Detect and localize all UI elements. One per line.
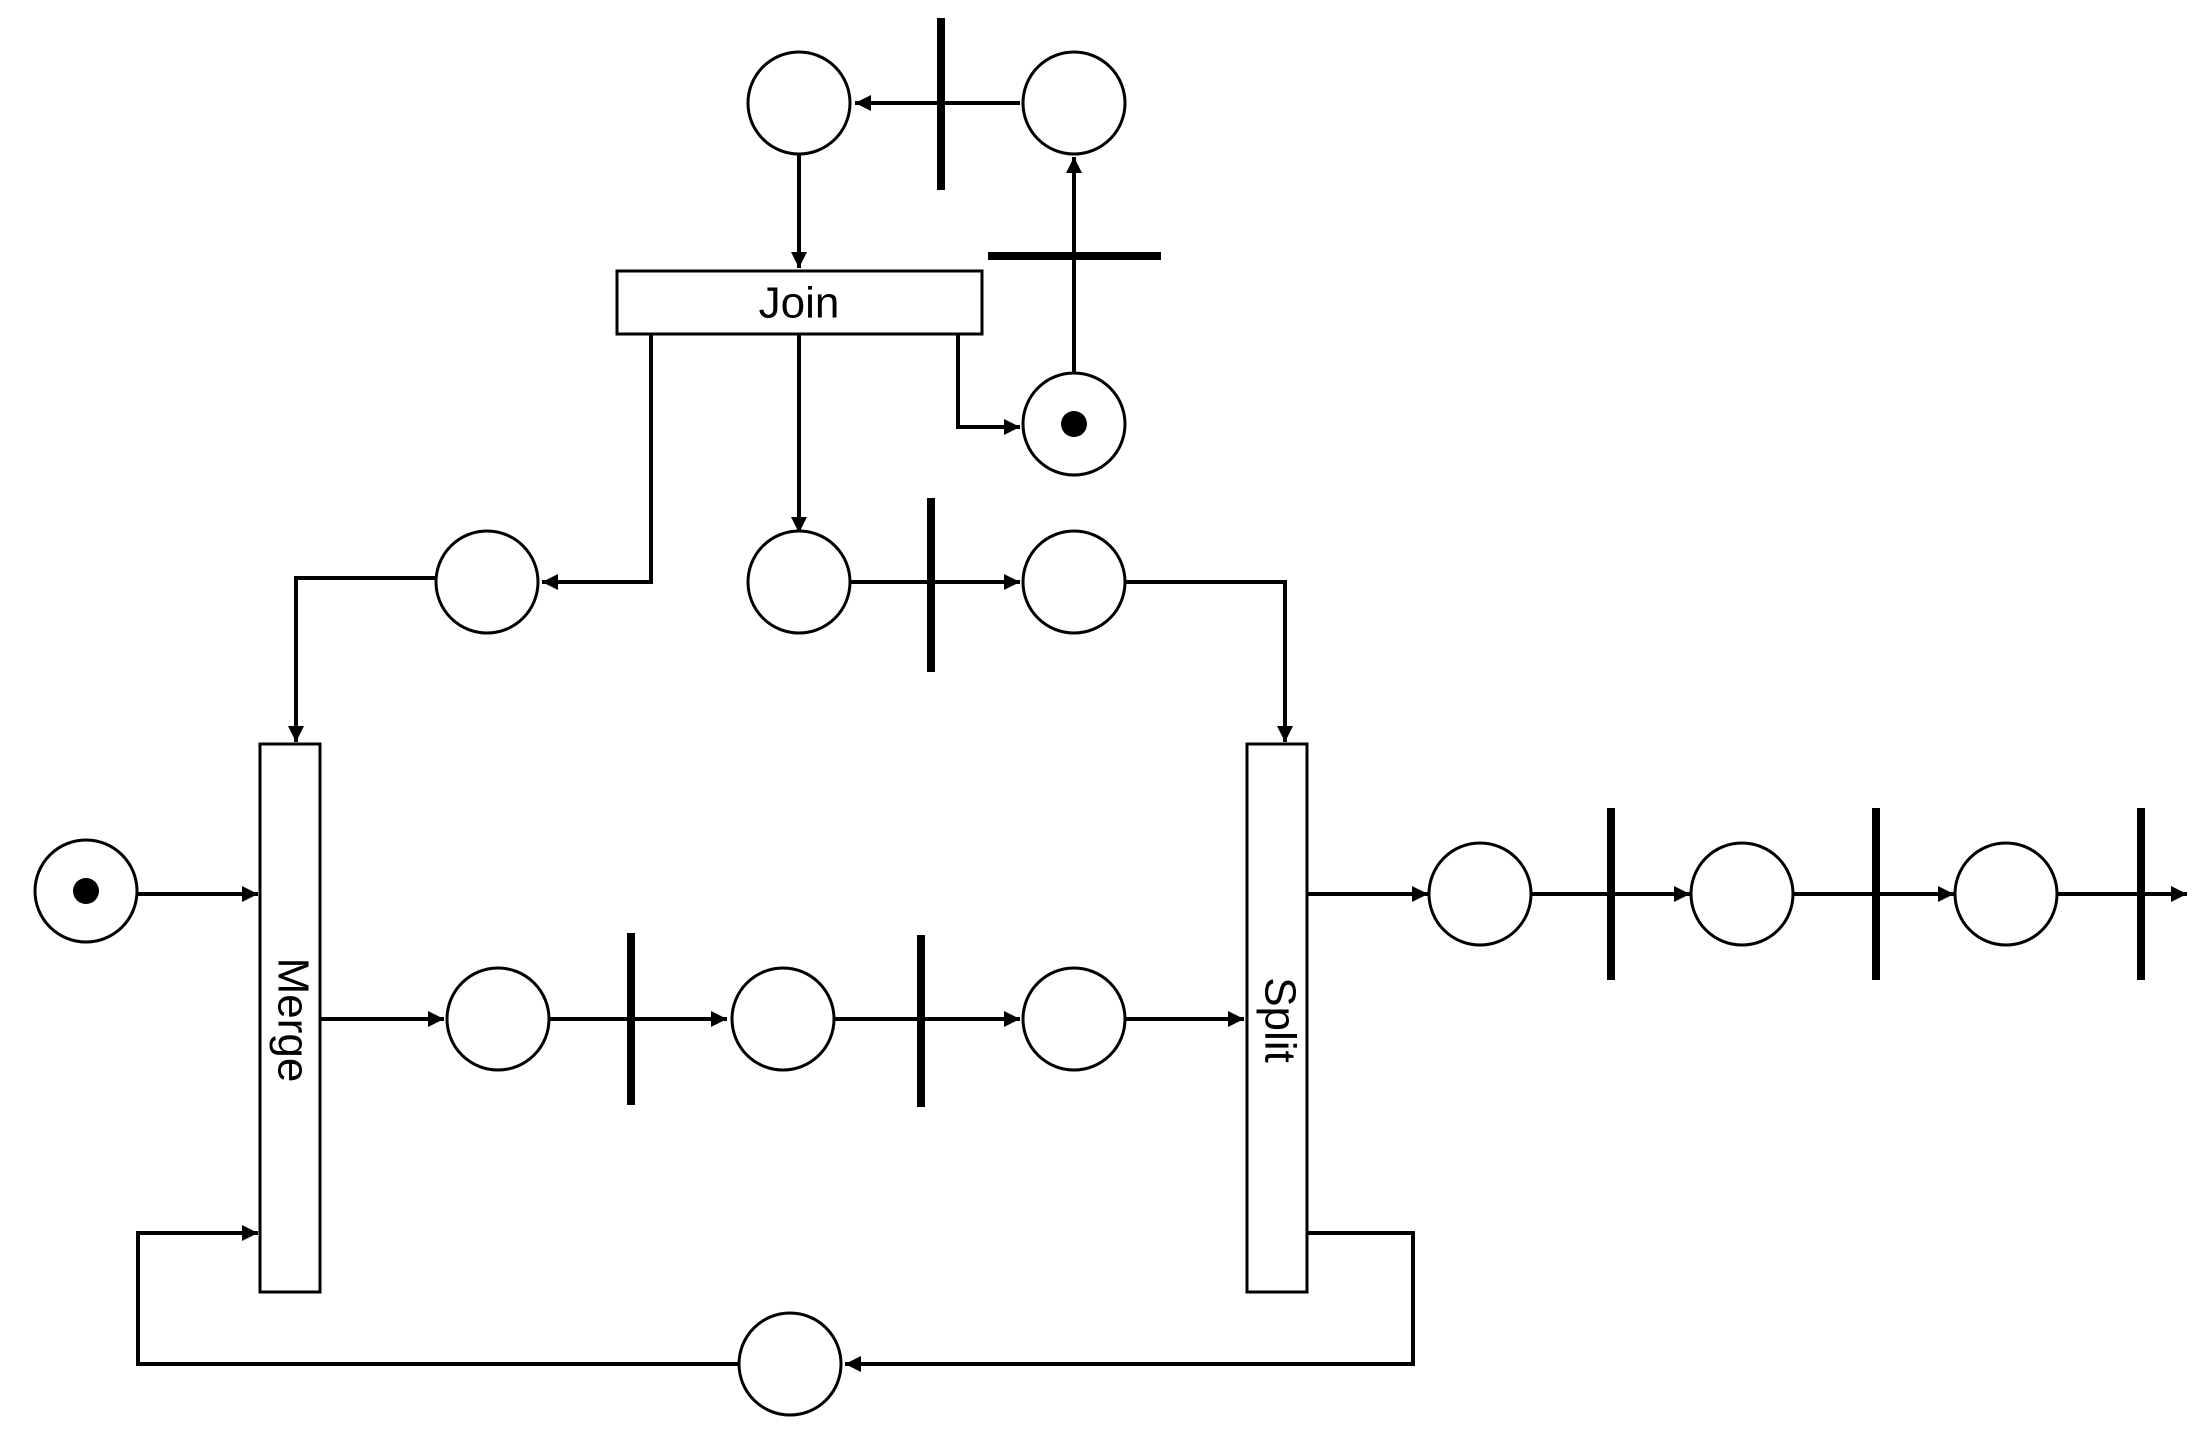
split-transition: Split	[1245, 742, 1309, 1294]
arc-join-to-left-place	[542, 335, 653, 590]
arcs	[136, 95, 2187, 1372]
place-chain-2	[730, 966, 836, 1072]
split-box	[1245, 742, 1309, 1294]
place-top-right	[1021, 50, 1127, 156]
place-top-left	[746, 50, 852, 156]
token-start	[73, 878, 99, 904]
place-mid-left	[746, 529, 852, 635]
arc-mid-right-to-split	[1125, 580, 1293, 742]
place-out-3	[1953, 841, 2059, 947]
place-chain-1	[445, 966, 551, 1072]
places	[33, 50, 2059, 1417]
arc-join-to-marked-place	[956, 335, 1020, 435]
join-label: Join	[759, 279, 840, 328]
arc-bottom-place-to-merge	[136, 1225, 741, 1366]
split-label: Split	[1255, 977, 1304, 1063]
transitions	[627, 18, 2145, 1107]
place-left	[434, 529, 540, 635]
place-bottom	[737, 1311, 843, 1417]
arc-left-place-to-merge	[288, 576, 437, 742]
place-chain-3	[1021, 966, 1127, 1072]
join-transition: Join	[615, 269, 984, 336]
place-mid-right	[1021, 529, 1127, 635]
arc-split-to-bottom-place	[845, 1231, 1415, 1372]
merge-transition: Merge	[258, 742, 322, 1294]
join-box	[615, 269, 984, 336]
merge-label: Merge	[268, 958, 317, 1083]
token-marked-top	[1061, 411, 1087, 437]
place-out-2	[1689, 841, 1795, 947]
place-out-1	[1427, 841, 1533, 947]
merge-box	[258, 742, 322, 1294]
